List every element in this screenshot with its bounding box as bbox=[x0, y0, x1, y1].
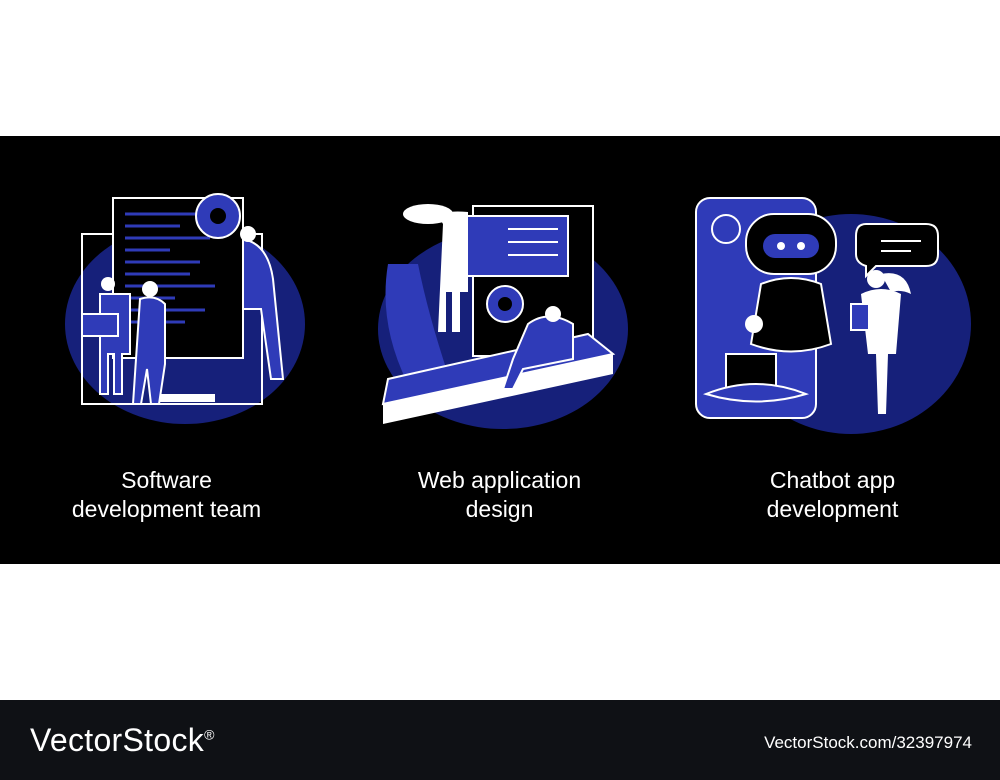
panel-chatbot-app: Chatbot app development bbox=[666, 136, 999, 564]
illustration-band: Software development team Web applicatio… bbox=[0, 136, 1000, 564]
caption-line: design bbox=[465, 496, 534, 522]
image-id: VectorStock.com/32397974 bbox=[764, 733, 972, 752]
registered-mark: ® bbox=[204, 726, 215, 743]
footer-bar: VectorStock® VectorStock.com/32397974 bbox=[0, 700, 1000, 780]
software-team-illustration bbox=[65, 193, 305, 424]
web-app-design-illustration bbox=[378, 204, 628, 429]
panel-web-app-design: Web application design bbox=[333, 136, 666, 564]
panel-software-team: Software development team bbox=[0, 136, 333, 564]
caption-line: Web application bbox=[417, 467, 582, 493]
caption-line: development bbox=[766, 496, 899, 522]
caption-software-team: Software development team bbox=[0, 466, 333, 524]
chatbot-illustration bbox=[695, 197, 971, 434]
caption-line: Chatbot app bbox=[769, 467, 896, 493]
vectorstock-logo[interactable]: VectorStock® bbox=[30, 722, 215, 759]
caption-line: development team bbox=[71, 496, 262, 522]
caption-chatbot-app: Chatbot app development bbox=[666, 466, 999, 524]
caption-line: Software bbox=[121, 467, 212, 493]
caption-web-app-design: Web application design bbox=[333, 466, 666, 524]
brand-name: VectorStock bbox=[30, 722, 205, 758]
